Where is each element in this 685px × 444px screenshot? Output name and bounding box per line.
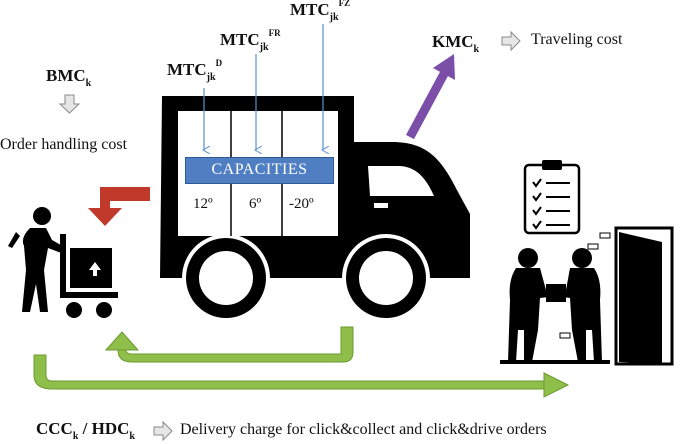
worker-with-hand-truck-icon <box>8 207 118 318</box>
kmc-right-arrow-icon <box>501 30 521 52</box>
mtc-d-label: MTCjkD <box>167 58 223 83</box>
purple-arrow <box>406 54 455 140</box>
temperature-fresh: 6º <box>249 196 262 212</box>
delivery-charge-label: Delivery charge for click&collect and cl… <box>180 421 547 438</box>
temperature-dry: 12º <box>193 196 213 212</box>
green-delivery-arrow <box>33 354 570 398</box>
clipboard-checklist-icon <box>523 160 581 235</box>
traveling-cost-label: Traveling cost <box>531 31 623 48</box>
red-arrow <box>88 187 150 226</box>
mtc-fr-label: MTCjkFR <box>220 28 281 53</box>
ccc-hdc-label: CCCk / HDCk <box>36 419 135 442</box>
bmc-label: BMCk <box>46 66 92 89</box>
package-handover-icon <box>500 248 610 364</box>
kmc-label: KMCk <box>432 32 480 55</box>
delivery-truck-icon <box>160 96 470 318</box>
open-door-icon <box>559 226 674 366</box>
order-handling-cost-label: Order handling cost <box>0 136 128 153</box>
green-return-arrow <box>104 326 354 363</box>
temperature-frozen: -20º <box>289 196 314 212</box>
ccc-right-arrow-icon <box>153 420 173 442</box>
capacities-box: CAPACITIES <box>185 157 334 184</box>
mtc-fz-label: MTCjkFZ <box>290 0 351 23</box>
bmc-down-arrow-icon <box>58 94 81 114</box>
